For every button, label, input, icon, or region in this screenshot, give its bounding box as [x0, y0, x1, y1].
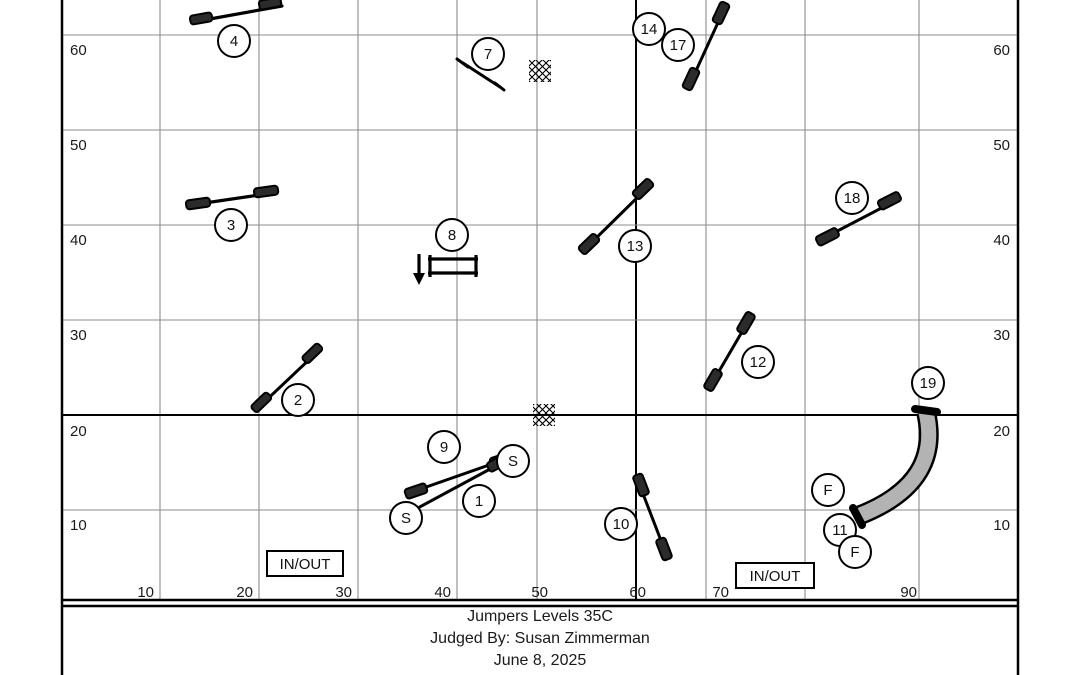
obstacle-badge-12[interactable]: 12 [741, 345, 775, 379]
obstacle-badge-2[interactable]: 2 [281, 383, 315, 417]
obstacle-badge-3[interactable]: 3 [214, 208, 248, 242]
axis-tick-right-30: 30 [993, 327, 1010, 344]
axis-tick-left-60: 60 [70, 42, 87, 59]
gate-inout-right[interactable]: IN/OUT [735, 562, 815, 589]
axis-tick-bottom-60: 60 [629, 584, 646, 601]
judge-position-marker-1 [529, 60, 551, 82]
jump-obstacle-13 [577, 178, 655, 255]
obstacle-badge-1[interactable]: 1 [462, 484, 496, 518]
gate-inout-left[interactable]: IN/OUT [266, 550, 344, 577]
axis-tick-right-10: 10 [993, 517, 1010, 534]
finish-marker-2[interactable]: F [838, 535, 872, 569]
tunnel-obstacle [849, 405, 941, 529]
axis-tick-right-60: 60 [993, 42, 1010, 59]
field-border [60, 0, 1020, 675]
jump-obstacle-4 [188, 0, 284, 26]
jump-obstacle-3 [184, 184, 280, 211]
axis-tick-bottom-40: 40 [434, 584, 451, 601]
obstacle-badge-7[interactable]: 7 [471, 37, 505, 71]
grid-vertical-minor [159, 0, 920, 600]
axis-tick-right-20: 20 [993, 423, 1010, 440]
axis-tick-bottom-10: 10 [137, 584, 154, 601]
jump-obstacle-18 [814, 191, 902, 247]
axis-tick-right-50: 50 [993, 137, 1010, 154]
obstacle-badge-9[interactable]: 9 [427, 430, 461, 464]
axis-tick-right-40: 40 [993, 232, 1010, 249]
grid-horizontal-minor [62, 34, 1018, 511]
jump-obstacle-2 [250, 342, 324, 413]
jump-obstacle-12 [703, 311, 756, 392]
start-marker-2[interactable]: S [496, 444, 530, 478]
axis-tick-left-30: 30 [70, 327, 87, 344]
double-jump-obstacle-8 [428, 255, 478, 277]
axis-tick-bottom-70: 70 [712, 584, 729, 601]
axis-tick-bottom-30: 30 [335, 584, 352, 601]
obstacle-badge-8[interactable]: 8 [435, 218, 469, 252]
axis-tick-bottom-50: 50 [531, 584, 548, 601]
obstacle-badge-4[interactable]: 4 [217, 24, 251, 58]
course-judge-line: Judged By: Susan Zimmerman [430, 630, 650, 647]
obstacle-badge-18[interactable]: 18 [835, 181, 869, 215]
jump-obstacle-10 [632, 472, 673, 562]
axis-tick-left-10: 10 [70, 517, 87, 534]
course-date-line: June 8, 2025 [493, 652, 587, 669]
jump-obstacle-14-17 [681, 0, 731, 92]
obstacle-badge-13[interactable]: 13 [618, 229, 652, 263]
axis-tick-left-40: 40 [70, 232, 87, 249]
obstacle-badge-14[interactable]: 14 [632, 12, 666, 46]
jump-obstacle-7 [455, 57, 506, 92]
obstacle-badge-19[interactable]: 19 [911, 366, 945, 400]
direction-arrow-icon [413, 254, 425, 285]
course-title: Jumpers Levels 35C [467, 608, 613, 625]
course-footer: Jumpers Levels 35C Judged By: Susan Zimm… [62, 606, 1018, 675]
axis-tick-bottom-90: 90 [900, 584, 917, 601]
judge-position-marker-2 [533, 404, 555, 426]
axis-tick-left-20: 20 [70, 423, 87, 440]
axis-tick-bottom-20: 20 [236, 584, 253, 601]
obstacle-badge-17[interactable]: 17 [661, 28, 695, 62]
obstacle-badge-10[interactable]: 10 [604, 507, 638, 541]
finish-marker-1[interactable]: F [811, 473, 845, 507]
start-marker-1[interactable]: S [389, 501, 423, 535]
axis-tick-left-50: 50 [70, 137, 87, 154]
